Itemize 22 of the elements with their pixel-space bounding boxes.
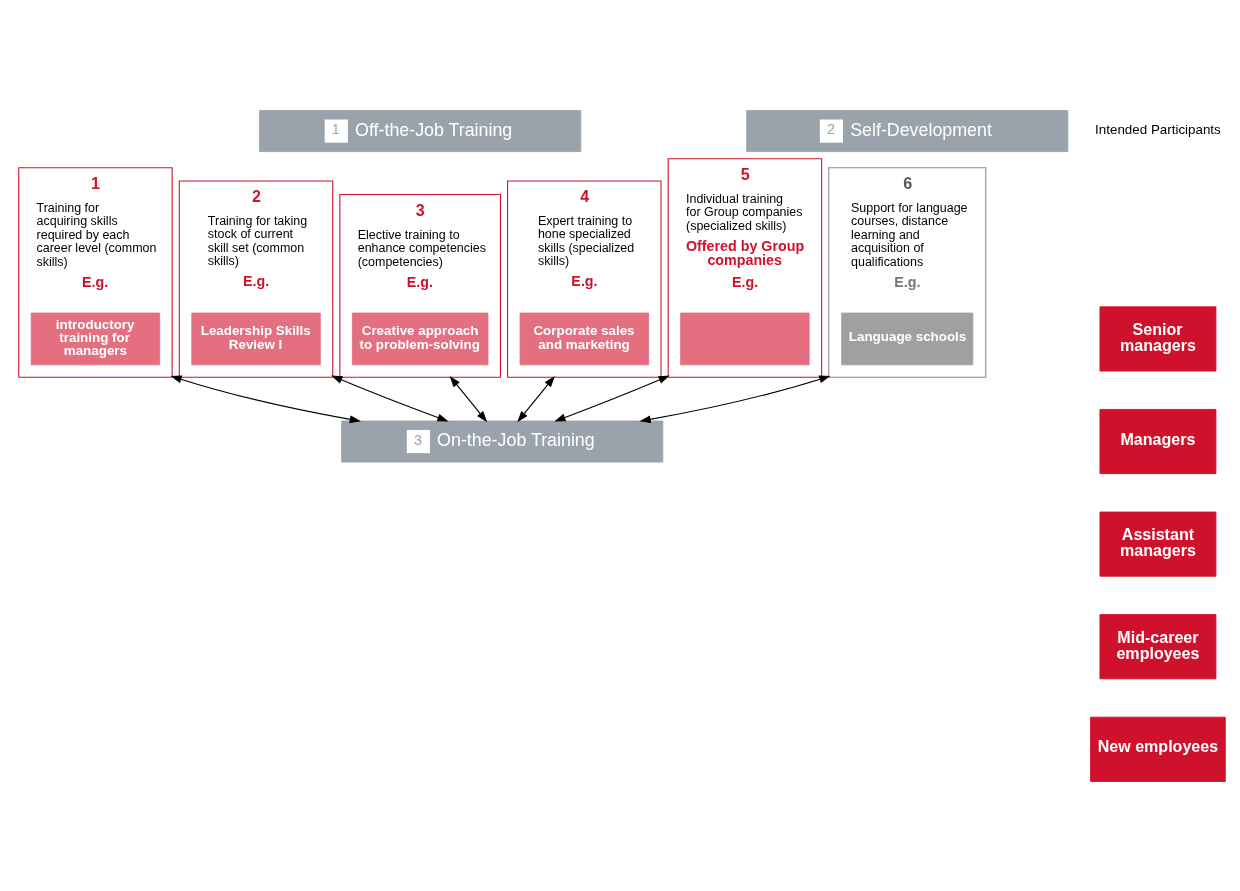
node-box: Creative approach to problem-solving [351, 312, 489, 365]
node-box: Senior managers [1099, 305, 1217, 371]
node-box: Corporate sales and marketing [519, 312, 649, 365]
arrow [554, 374, 670, 422]
node-box: 2 Self-Development [746, 109, 1069, 152]
node-box: 3 On-the-Job Training [341, 420, 664, 462]
node-box [680, 312, 810, 365]
node-box: introductory training for managers [30, 312, 161, 365]
arrow [639, 375, 831, 423]
arrow [170, 375, 361, 423]
node-box: Leadership Skills Review I [191, 312, 321, 365]
node-box: Managers [1099, 408, 1217, 474]
arrow [331, 375, 449, 421]
node-box: 1 Off-the-Job Training [259, 109, 582, 152]
node-box: New employees [1090, 716, 1226, 782]
label: Intended Participants [1095, 121, 1221, 137]
arrow [517, 375, 555, 422]
cluster: 5 Individual training for Group companies (specialized skills) Offered by Group companies E.g. [667, 157, 823, 378]
arrow [449, 375, 488, 422]
node-box: Language schools [841, 312, 974, 365]
node-box: Mid-career employees [1099, 613, 1217, 679]
node-box: Assistant managers [1099, 511, 1217, 577]
